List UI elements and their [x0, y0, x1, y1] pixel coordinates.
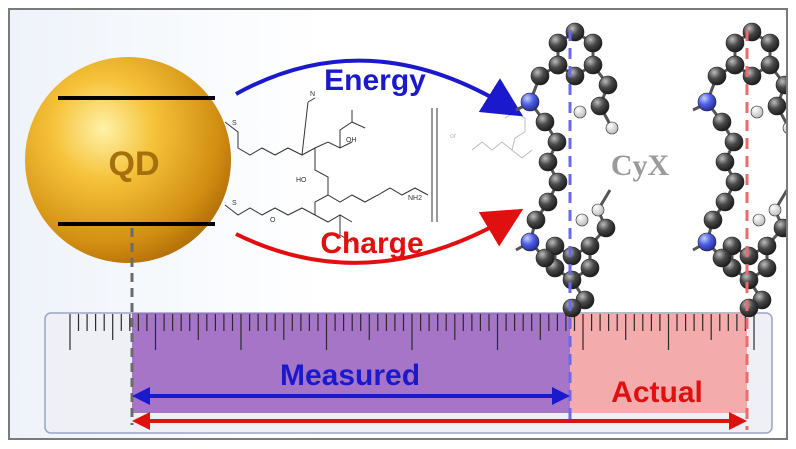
- carbon-atom: [596, 218, 616, 238]
- hydrogen-atom: [575, 213, 589, 227]
- carbon-atom: [707, 66, 727, 86]
- carbon-atom: [725, 55, 745, 75]
- cyanine-dye-structure-icon: or: [450, 111, 533, 159]
- carbon-atom: [739, 298, 759, 318]
- carbon-atom: [760, 33, 780, 53]
- figure-frame: QD N OH HO NH2 S S O or Energy Charge Cy…: [8, 8, 788, 440]
- svg-text:OH: OH: [346, 137, 357, 144]
- carbon-atom: [535, 248, 555, 268]
- carbon-atom: [538, 152, 558, 172]
- hydrogen-atom: [605, 121, 619, 135]
- ruler: [44, 312, 773, 434]
- carbon-atom: [773, 218, 786, 238]
- hydrogen-atom: [591, 203, 605, 217]
- carbon-atom: [580, 258, 600, 278]
- energy-label: Energy: [324, 64, 426, 97]
- carbon-atom: [590, 96, 610, 116]
- carbon-atom: [583, 55, 603, 75]
- bond: [765, 189, 786, 247]
- carbon-atom: [545, 236, 565, 256]
- carbon-atom: [548, 172, 568, 192]
- carbon-atom: [703, 210, 723, 230]
- svg-text:N: N: [310, 91, 315, 98]
- qd-label: QD: [109, 145, 160, 183]
- measured-arrow: [132, 387, 570, 405]
- carbon-atom: [712, 112, 732, 132]
- carbon-atom: [757, 258, 777, 278]
- carbon-atom: [526, 210, 546, 230]
- carbon-atom: [598, 75, 618, 95]
- svg-text:or: or: [450, 133, 457, 140]
- ruler-ticks: [69, 314, 755, 350]
- carbon-atom: [767, 96, 786, 116]
- carbon-atom: [562, 270, 582, 290]
- carbon-atom: [715, 192, 735, 212]
- charge-label: Charge: [320, 227, 423, 260]
- carbon-atom: [538, 192, 558, 212]
- cyanine-dye-molecule-2: [692, 22, 786, 318]
- nitrogen-atom: [697, 232, 717, 252]
- carbon-atom: [722, 236, 742, 256]
- hydrogen-atom: [782, 122, 786, 134]
- carbon-atom: [739, 246, 759, 266]
- hydrogen-atom: [752, 213, 766, 227]
- charge-arrow: [235, 208, 524, 265]
- carbon-atom: [775, 75, 786, 95]
- nitrogen-atom: [520, 92, 540, 112]
- actual-label: Actual: [611, 376, 703, 409]
- carbon-atom: [760, 55, 780, 75]
- diagram-canvas: QD N OH HO NH2 S S O or Energy Charge Cy…: [25, 22, 786, 434]
- cyanine-dye-molecule-1: [515, 22, 619, 318]
- carbon-atom: [548, 55, 568, 75]
- bond: [591, 64, 614, 129]
- carbon-atom: [535, 112, 555, 132]
- hydrogen-atom: [750, 105, 764, 119]
- carbon-atom: [547, 132, 567, 152]
- nitrogen-atom: [520, 232, 540, 252]
- carbon-atom: [724, 132, 744, 152]
- actual-arrow: [132, 412, 747, 430]
- carbon-atom: [580, 236, 600, 256]
- energy-arrow: [235, 58, 524, 117]
- carbon-atom: [725, 172, 745, 192]
- svg-text:S: S: [232, 200, 237, 207]
- carbon-atom: [712, 248, 732, 268]
- carbon-atom: [583, 33, 603, 53]
- nitrogen-atom: [697, 92, 717, 112]
- carbon-atom: [725, 33, 745, 53]
- carbon-atom: [530, 66, 550, 86]
- ligand-structure-icon: N OH HO NH2 S S O: [224, 91, 429, 243]
- carbon-atom: [739, 270, 759, 290]
- quantum-dot-sphere-icon: QD: [25, 57, 231, 263]
- hydrogen-atom: [573, 105, 587, 119]
- svg-text:HO: HO: [296, 177, 307, 184]
- cyx-label: CyX: [611, 149, 670, 182]
- svg-text:S: S: [232, 120, 237, 127]
- bond: [588, 189, 612, 247]
- carbon-atom: [562, 298, 582, 318]
- bond: [768, 64, 786, 126]
- svg-text:NH2: NH2: [408, 195, 422, 202]
- measured-label: Measured: [280, 359, 420, 392]
- carbon-atom: [715, 152, 735, 172]
- carbon-atom: [548, 33, 568, 53]
- carbon-atom: [562, 246, 582, 266]
- hydrogen-atom: [768, 203, 782, 217]
- carbon-atom: [757, 236, 777, 256]
- svg-text:O: O: [270, 217, 276, 224]
